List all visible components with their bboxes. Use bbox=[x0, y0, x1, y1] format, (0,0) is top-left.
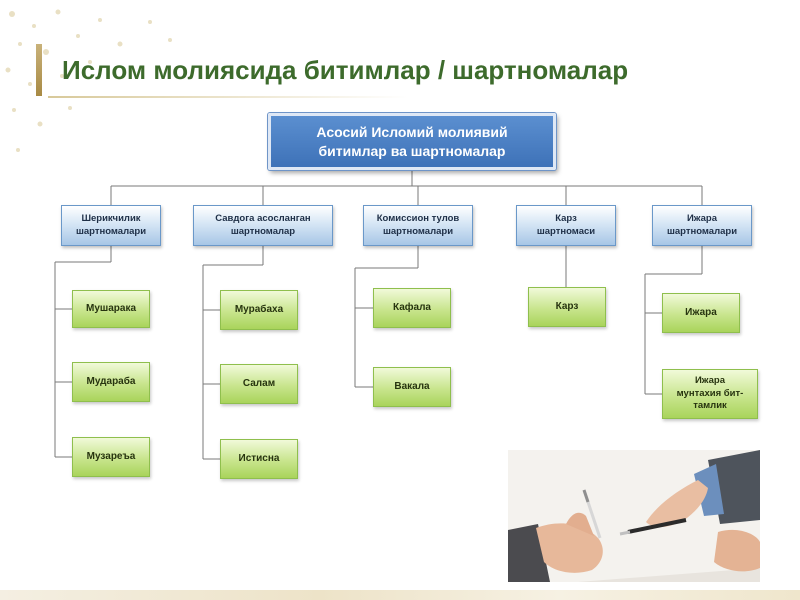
leaf-mudaraba: Мудараба bbox=[72, 362, 150, 402]
category-label-line1: Ижара bbox=[686, 212, 718, 224]
leaf-musharaka: Мушарака bbox=[72, 290, 150, 328]
slide-title: Ислом молиясида битимлар / шартномалар bbox=[62, 55, 629, 85]
title-accent-bar bbox=[36, 44, 42, 96]
leaf-muzaraa: Музареъа bbox=[72, 437, 150, 477]
category-label-line2: шартномалари bbox=[75, 225, 147, 237]
category-label-line1: Комиссион тулов bbox=[376, 212, 460, 224]
leaf-istisna: Истисна bbox=[220, 439, 298, 479]
leaf-label-line2: мунтахия бит- bbox=[676, 387, 744, 399]
leaf-salam: Салам bbox=[220, 364, 298, 404]
category-loan: Карз шартномаси bbox=[516, 205, 616, 246]
decorative-dots bbox=[5, 9, 172, 152]
category-partnership: Шерикчилик шартномалари bbox=[61, 205, 161, 246]
footer-band bbox=[0, 590, 800, 600]
hands-contract-photo bbox=[508, 450, 760, 582]
category-label-line2: шартномалар bbox=[230, 225, 296, 237]
category-label-line1: Шерикчилик bbox=[81, 212, 141, 224]
leaf-qarz: Карз bbox=[528, 287, 606, 327]
category-lease: Ижара шартномалари bbox=[652, 205, 752, 246]
leaf-ijara-muntahia: Ижара мунтахия бит- тамлик bbox=[662, 369, 758, 419]
leaf-murabaha: Мурабаха bbox=[220, 290, 298, 330]
category-trade: Савдога асосланган шартномалар bbox=[193, 205, 333, 246]
leaf-label-line3: тамлик bbox=[693, 400, 727, 412]
root-node-line2: битимлар ва шартномалар bbox=[318, 142, 506, 159]
root-node-line1: Асосий Исломий молиявий bbox=[316, 123, 508, 140]
category-label-line2: шартномаси bbox=[536, 225, 596, 237]
category-commission: Комиссион тулов шартномалари bbox=[363, 205, 473, 246]
category-label-line2: шартномалари bbox=[382, 225, 454, 237]
category-label-line1: Карз bbox=[555, 212, 577, 224]
category-label-line2: шартномалари bbox=[666, 225, 738, 237]
leaf-kafala: Кафала bbox=[373, 288, 451, 328]
root-node: Асосий Исломий молиявий битимлар ва шарт… bbox=[268, 113, 556, 170]
category-label-line1: Савдога асосланган bbox=[215, 212, 311, 224]
leaf-vakala: Вакала bbox=[373, 367, 451, 407]
title-underline bbox=[48, 96, 408, 98]
leaf-ijara: Ижара bbox=[662, 293, 740, 333]
leaf-label-line1: Ижара bbox=[694, 375, 726, 387]
